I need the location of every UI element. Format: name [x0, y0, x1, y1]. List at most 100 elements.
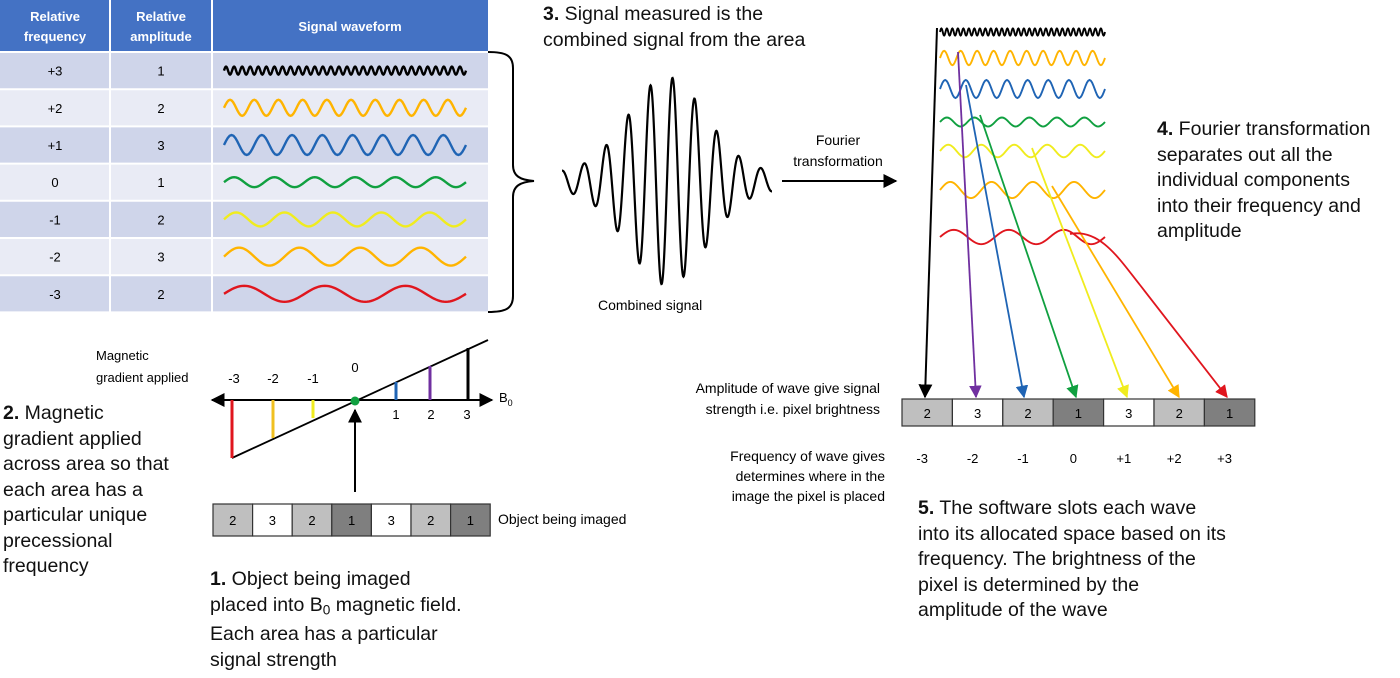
mapping-arrow — [979, 114, 1079, 399]
step5-line4: pixel is determined by the — [918, 573, 1140, 596]
object-pixel: 1 — [331, 503, 372, 537]
result-pixel: 3 — [1102, 398, 1155, 427]
gradient-label-line2: gradient applied — [96, 370, 189, 385]
cell-frequency: +2 — [48, 101, 63, 116]
object-label: Object being imaged — [498, 511, 626, 527]
waveform-line — [223, 246, 467, 267]
cell-amplitude: 3 — [157, 250, 164, 265]
mapping-arrow — [1069, 232, 1228, 398]
row-bg — [0, 275, 488, 313]
step1-line2-sub: 0 — [322, 601, 331, 617]
step5-line5: amplitude of the wave — [918, 599, 1108, 621]
cell-amplitude: 1 — [157, 175, 164, 190]
step5-number: 5. — [918, 497, 935, 519]
result-pixel: 1 — [1052, 398, 1105, 427]
header-waveform: Signal waveform — [298, 19, 401, 34]
result-frequency-label: +3 — [1217, 451, 1232, 466]
cell-frequency: +1 — [48, 138, 63, 153]
cell-amplitude: 2 — [157, 287, 164, 302]
header-frequency-line1: Relative — [30, 9, 80, 24]
step1-line4: signal strength — [210, 648, 337, 671]
component-wave — [939, 143, 1106, 159]
object-pixel-value: 2 — [229, 513, 236, 528]
cell-frequency: 0 — [51, 175, 58, 190]
header-frequency-line2: frequency — [24, 29, 87, 44]
cell-amplitude: 2 — [157, 212, 164, 227]
cell-amplitude: 2 — [157, 101, 164, 116]
waveform-line — [222, 98, 468, 118]
amp-label-line2: strength i.e. pixel brightness — [706, 401, 880, 417]
step3-number: 3. — [543, 3, 560, 25]
step1-line2b: magnetic field. — [330, 593, 462, 616]
waveform-line — [223, 211, 467, 228]
step3-text: 3. Signal measured is the combined signa… — [543, 2, 805, 53]
result-pixel-box — [1052, 398, 1105, 427]
row-bg — [0, 200, 488, 238]
component-wave — [939, 78, 1106, 100]
separated-components — [939, 27, 1106, 246]
step1-line3: Each area has a particular — [210, 623, 438, 646]
gradient-slope — [231, 339, 489, 459]
row-bg — [0, 126, 488, 164]
mapping-arrow — [918, 27, 938, 399]
result-pixel: 1 — [1203, 398, 1256, 427]
step5-line2: into its allocated space based on its — [918, 522, 1226, 545]
gradient-tick: -3 — [228, 371, 240, 386]
component-wave — [939, 49, 1106, 67]
result-frequency-label: -2 — [967, 451, 979, 466]
gradient-tick: -1 — [307, 371, 319, 386]
result-pixel: 3 — [951, 398, 1004, 427]
mapping-arrow — [965, 84, 1029, 399]
step2-line5: particular unique — [3, 504, 148, 526]
result-pixel-box — [1203, 398, 1256, 427]
step1-line1: Object being imaged — [226, 568, 411, 590]
step4-line3: individual components — [1157, 169, 1350, 191]
header-amplitude-line1: Relative — [136, 9, 186, 24]
waveform-line — [223, 175, 467, 189]
step2-number: 2. — [3, 402, 20, 424]
step5-text: 5. The software slots each wave into its… — [918, 496, 1226, 624]
waveform-line — [223, 284, 467, 304]
fourier-label-line1: Fourier — [816, 132, 861, 148]
step4-line5: amplitude — [1157, 220, 1242, 242]
step2-text: 2. Magnetic gradient applied across area… — [3, 401, 169, 580]
row-bg — [0, 89, 488, 127]
b0-axis-label: B0 — [499, 390, 513, 408]
result-pixel-box — [901, 398, 954, 427]
result-pixel-value: 1 — [1226, 406, 1233, 421]
cell-frequency: -3 — [49, 287, 61, 302]
mapping-arrow — [1051, 185, 1180, 399]
object-pixel: 2 — [291, 503, 333, 537]
object-pixel: 2 — [410, 503, 452, 537]
object-pixel: 3 — [370, 503, 412, 537]
result-pixel-value: 2 — [924, 406, 931, 421]
gradient-tick: 1 — [392, 407, 399, 422]
gradient-tick: -2 — [267, 371, 279, 386]
gradient-tick: 2 — [427, 407, 434, 422]
cell-amplitude: 3 — [157, 138, 164, 153]
object-pixel-box — [291, 503, 333, 537]
step3-line1: Signal measured is the — [559, 3, 764, 25]
step5-line1: The software slots each wave — [934, 497, 1197, 519]
step2-line2: gradient applied — [3, 427, 142, 450]
step1-line2a: placed into B — [210, 593, 323, 616]
cell-frequency: +3 — [48, 64, 63, 79]
result-pixel-value: 3 — [1125, 406, 1132, 421]
step2-line7: frequency — [3, 555, 89, 577]
step2-line6: precessional — [3, 529, 113, 552]
object-pixel-value: 2 — [308, 513, 315, 528]
mapping-arrow — [957, 51, 982, 399]
step4-line4: into their frequency and — [1157, 194, 1361, 217]
step2-line4: each area has a — [3, 478, 143, 501]
row-bg — [0, 238, 488, 276]
